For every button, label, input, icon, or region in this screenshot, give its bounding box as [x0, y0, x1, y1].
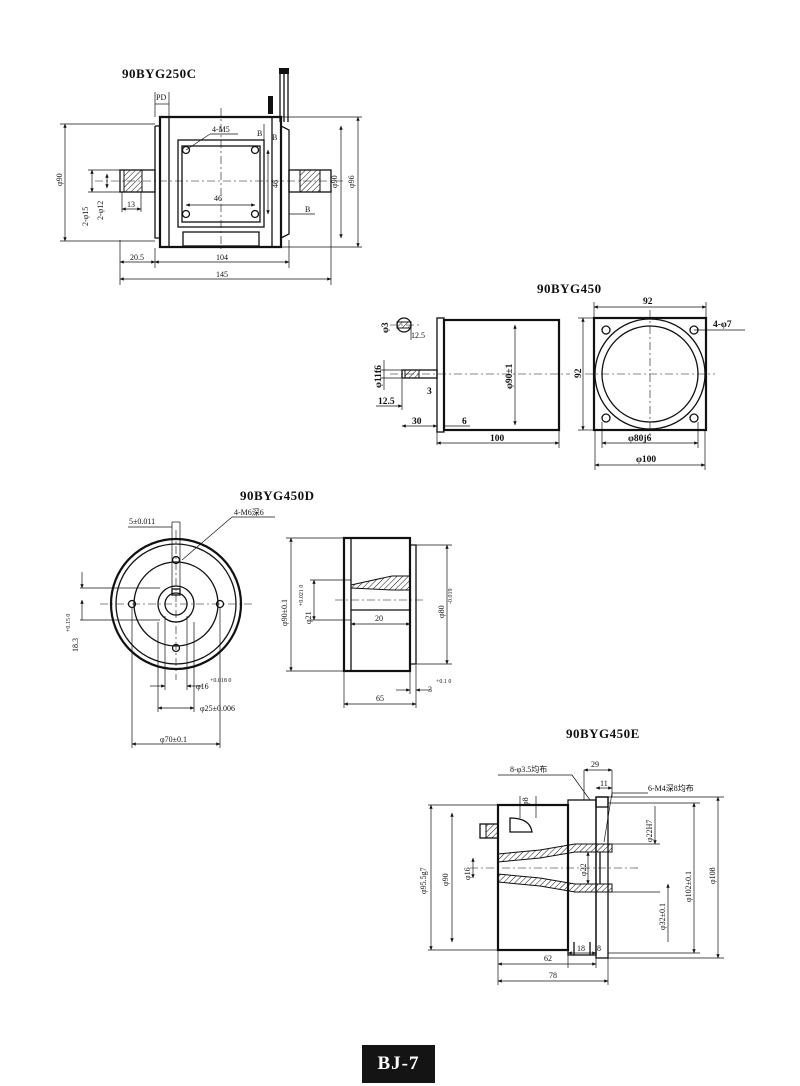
dim-450-holes: 4-φ7: [713, 320, 732, 330]
dim-250c-d15: 2-φ15: [81, 207, 90, 226]
dim-450e-l11: 11: [600, 779, 608, 788]
dim-450d-d80: φ80: [437, 605, 446, 618]
dim-250c-pd: PD: [156, 93, 166, 102]
dim-450d-d16tol: +0.018 0: [210, 678, 231, 684]
dim-450d-d25: φ25±0.006: [200, 704, 235, 713]
dim-250c-l13: 13: [127, 200, 135, 209]
dim-450d-d16: φ16: [196, 682, 209, 691]
dim-250c-d12: 2-φ12: [96, 201, 105, 220]
dim-450-d3: φ3: [381, 322, 391, 333]
dim-450e-d32: φ32±0.1: [658, 903, 667, 930]
dim-450e-l62: 62: [544, 954, 552, 963]
dim-450e-d8: φ8: [521, 797, 530, 806]
dim-450e-d22: φ22: [579, 863, 588, 876]
dim-450-l125a: 12.5: [411, 331, 425, 340]
side-view-450e: [470, 796, 640, 959]
dim-450d-d80tol: -0.019: [448, 589, 454, 605]
dim-450-l30: 30: [412, 417, 422, 427]
dim-450d-l3: 3: [428, 685, 432, 694]
dim-450-d11: φ11f6: [374, 365, 384, 388]
dim-450-d80: φ80j6: [628, 434, 652, 444]
dim-450d-d70: φ70±0.1: [160, 735, 187, 744]
dim-450d-d90: φ90±0.1: [280, 599, 289, 626]
dim-450d-l3tol: +0.1 0: [436, 679, 451, 685]
dim-450e-l78: 78: [549, 971, 557, 980]
dim-450d-holes: 4-M6深6: [234, 508, 264, 517]
dim-250c-d90-right: φ90: [330, 175, 339, 188]
dim-450-d100: φ100: [636, 455, 656, 465]
drawing-90byg450d: 90BYG450D 5±0.011: [66, 488, 454, 748]
side-view-450d: [335, 536, 425, 673]
dimensions-450d: 5±0.011 4-M6深6 18.3 +0.15 0 φ16 +0.018 0…: [66, 508, 454, 748]
dim-450e-d90: φ90: [441, 873, 450, 886]
dim-250c-l104: 104: [216, 253, 228, 262]
dim-450e-d108: φ108: [708, 867, 717, 884]
dim-250c-d90: φ90: [55, 173, 64, 186]
dim-450e-d102: φ102±0.1: [684, 871, 693, 902]
dimensions-250c: φ90 φ96 φ90 2-φ15 2-φ12 13 PD 4-M5: [55, 92, 362, 285]
dim-250c-d96: φ96: [347, 175, 356, 188]
dim-450d-l20: 20: [375, 614, 383, 623]
dim-250c-b-low: B: [305, 205, 310, 214]
dim-250c-b-right: B: [272, 133, 277, 142]
dim-450e-d95: φ95.5g7: [419, 867, 428, 894]
dim-250c-l205: 20.5: [130, 253, 144, 262]
dim-450-w92: 92: [643, 297, 653, 307]
drawing-90byg450e: 90BYG450E 8-φ3.5均布 29 11: [419, 726, 724, 985]
dim-450d-d183: 18.3: [71, 638, 80, 652]
dim-450-d90: φ90±1: [505, 363, 515, 389]
front-view-450: [585, 310, 715, 438]
dim-450e-holes6: 6-M4深8均布: [648, 783, 694, 793]
title-90byg450d: 90BYG450D: [240, 488, 315, 503]
dim-250c-l145: 145: [216, 270, 228, 279]
side-view-450: [390, 317, 570, 433]
dim-450d-d183tol: +0.15 0: [66, 614, 72, 632]
drawing-90byg250c: 90BYG250C: [55, 66, 362, 285]
drawing-90byg450: 90BYG450 92: [374, 281, 745, 470]
dim-450e-d16: φ16: [463, 867, 472, 880]
dim-450-l6: 6: [462, 417, 467, 427]
title-90byg450: 90BYG450: [537, 281, 602, 296]
dim-450d-l65: 65: [376, 694, 384, 703]
dim-250c-w46: 46: [214, 194, 222, 203]
dim-450-l125: 12.5: [378, 397, 395, 407]
dim-250c-h46: 46: [271, 180, 280, 188]
dimensions-450: 92 92 4-φ7 φ80j6 φ100 φ90±1 φ11f6 φ3: [374, 297, 745, 470]
dim-450-h92: 92: [574, 368, 584, 378]
dimensions-450e: 8-φ3.5均布 29 11 6-M4深8均布 φ8 φ95.5g7 φ90 φ…: [419, 760, 724, 985]
dim-450e-l18: 18: [577, 944, 585, 953]
dim-450d-tol5: 5±0.011: [129, 517, 155, 526]
dim-450-l3: 3: [427, 387, 432, 397]
front-view-450d: [100, 530, 252, 680]
title-90byg450e: 90BYG450E: [566, 726, 640, 741]
dim-450d-d21tol: +0.021 0: [299, 585, 305, 606]
page-label: BJ-7: [362, 1045, 435, 1083]
dim-450e-holes8: 8-φ3.5均布: [510, 764, 547, 774]
dim-450d-d21: φ21: [304, 611, 313, 624]
dim-450e-l8: 8: [597, 944, 601, 953]
motor-body-250c: [95, 108, 345, 252]
dim-450e-d22h7: φ22H7: [645, 820, 654, 842]
lead-wires: [268, 68, 289, 122]
dim-450e-l29: 29: [591, 760, 599, 769]
dim-250c-holes: 4-M5: [212, 125, 230, 134]
title-90byg250c: 90BYG250C: [122, 66, 197, 81]
dim-450-l100: 100: [490, 434, 505, 444]
dim-250c-b-top: B: [257, 129, 262, 138]
